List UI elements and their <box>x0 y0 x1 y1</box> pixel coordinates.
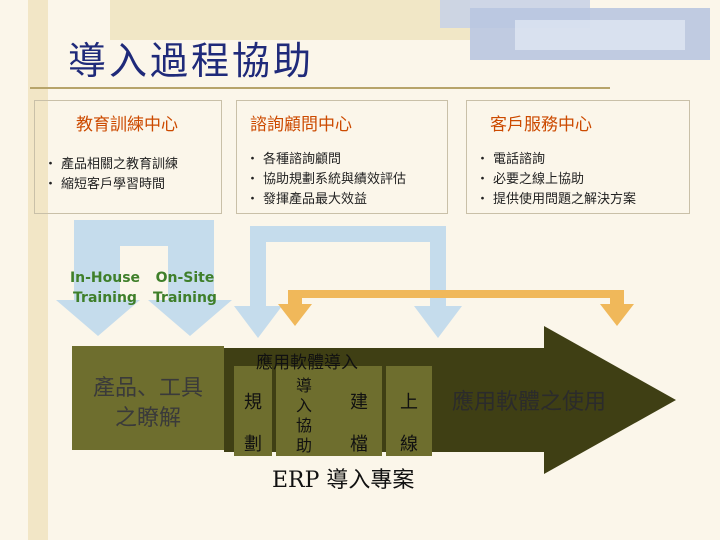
training-label-line: Training <box>153 290 217 306</box>
product-box-text: 產品、工具 之瞭解 <box>72 374 224 434</box>
training-label-line: Training <box>73 290 137 306</box>
stage-online-char-1: 上 <box>400 392 418 413</box>
service-flow-arrow <box>278 290 634 326</box>
service-panel <box>466 100 690 214</box>
arrow-title: 應用軟體導入 <box>256 353 358 373</box>
product-box <box>72 346 224 450</box>
stage-online-char-2: 線 <box>400 434 418 455</box>
decor-band <box>28 0 48 540</box>
consulting-flow-arrow <box>234 226 462 338</box>
stage-assist-char: 協 <box>296 416 313 435</box>
training-label-line: In-House <box>69 270 141 286</box>
software-usage-label: 應用軟體之使用 <box>452 390 607 415</box>
education-center-title: 教育訓練中心 <box>76 115 178 135</box>
stage-plan-box <box>234 366 272 456</box>
list-item: 發揮產品最大效益 <box>246 190 406 210</box>
service-center-title: 客戶服務中心 <box>490 115 592 135</box>
product-box-line: 產品、工具 <box>92 376 203 401</box>
stage-online-box <box>386 366 432 456</box>
education-flow-arrow <box>56 220 232 336</box>
stage-build-char-2: 檔 <box>350 434 368 455</box>
stage-plan-char-2: 劃 <box>244 434 262 455</box>
page-title: 導入過程協助 <box>68 39 315 83</box>
stage-assist-box <box>276 366 336 456</box>
stage-assist-text: 導 入 協 助 <box>296 376 312 456</box>
list-item: 各種諮詢顧問 <box>246 150 406 170</box>
list-item: 縮短客戶學習時間 <box>44 175 178 195</box>
list-item: 產品相關之教育訓練 <box>44 155 178 175</box>
list-item: 提供使用問題之解決方案 <box>476 190 636 210</box>
inhouse-training-label: In-House Training <box>60 268 150 308</box>
product-box-line: 之瞭解 <box>114 406 181 431</box>
training-label-line: On-Site <box>155 270 215 286</box>
stage-plan-char-1: 規 <box>244 392 262 413</box>
education-list: 產品相關之教育訓練 縮短客戶學習時間 <box>44 155 178 195</box>
stage-assist-char: 助 <box>296 436 313 455</box>
erp-project-label: ERP 導入專案 <box>272 468 415 493</box>
list-item: 必要之線上協助 <box>476 170 636 190</box>
consulting-list: 各種諮詢顧問 協助規劃系統與績效評估 發揮產品最大效益 <box>246 150 406 210</box>
stage-assist-char: 入 <box>296 396 313 415</box>
stage-build-box <box>336 366 382 456</box>
consulting-center-title: 諮詢顧問中心 <box>250 115 352 135</box>
list-item: 協助規劃系統與績效評估 <box>246 170 406 190</box>
list-item: 電話諮詢 <box>476 150 636 170</box>
stage-assist-char: 導 <box>296 376 313 395</box>
service-list: 電話諮詢 必要之線上協助 提供使用問題之解決方案 <box>476 150 636 210</box>
education-panel <box>34 100 222 214</box>
consulting-panel <box>236 100 448 214</box>
onsite-training-label: On-Site Training <box>144 268 226 308</box>
stage-build-char-1: 建 <box>350 392 368 413</box>
